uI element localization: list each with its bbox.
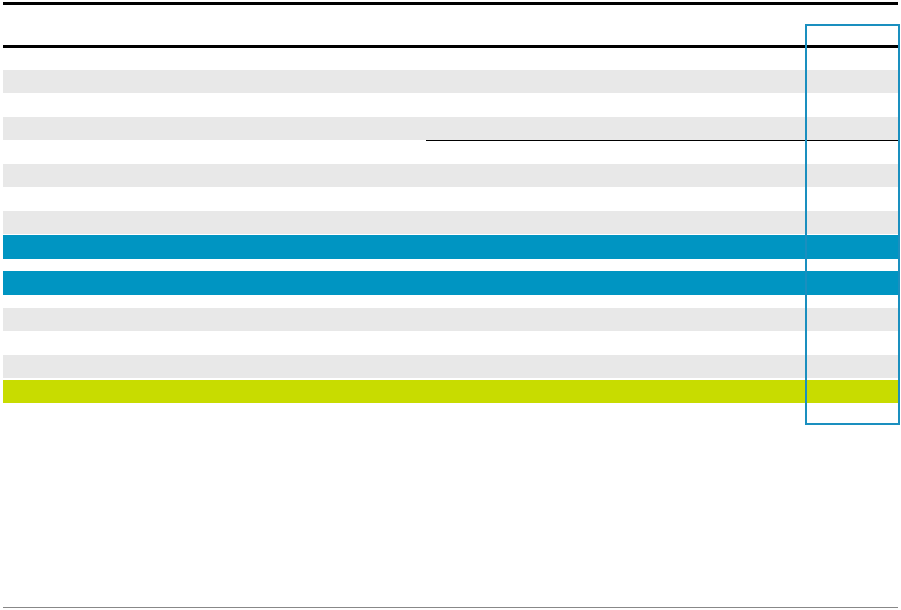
- table-row: [3, 117, 898, 140]
- table-row: [3, 355, 898, 378]
- table-row: [3, 164, 898, 187]
- highlight-row: [3, 271, 898, 295]
- footer-rule: [3, 607, 898, 608]
- table-top-rule: [3, 2, 898, 5]
- column-highlight-box: [805, 24, 900, 425]
- table-row: [3, 211, 898, 234]
- total-row: [3, 380, 898, 403]
- table-row: [3, 308, 898, 331]
- highlight-row: [3, 235, 898, 259]
- table-row: [3, 70, 898, 93]
- subtotal-rule: [426, 140, 898, 141]
- table-header-rule: [3, 45, 898, 48]
